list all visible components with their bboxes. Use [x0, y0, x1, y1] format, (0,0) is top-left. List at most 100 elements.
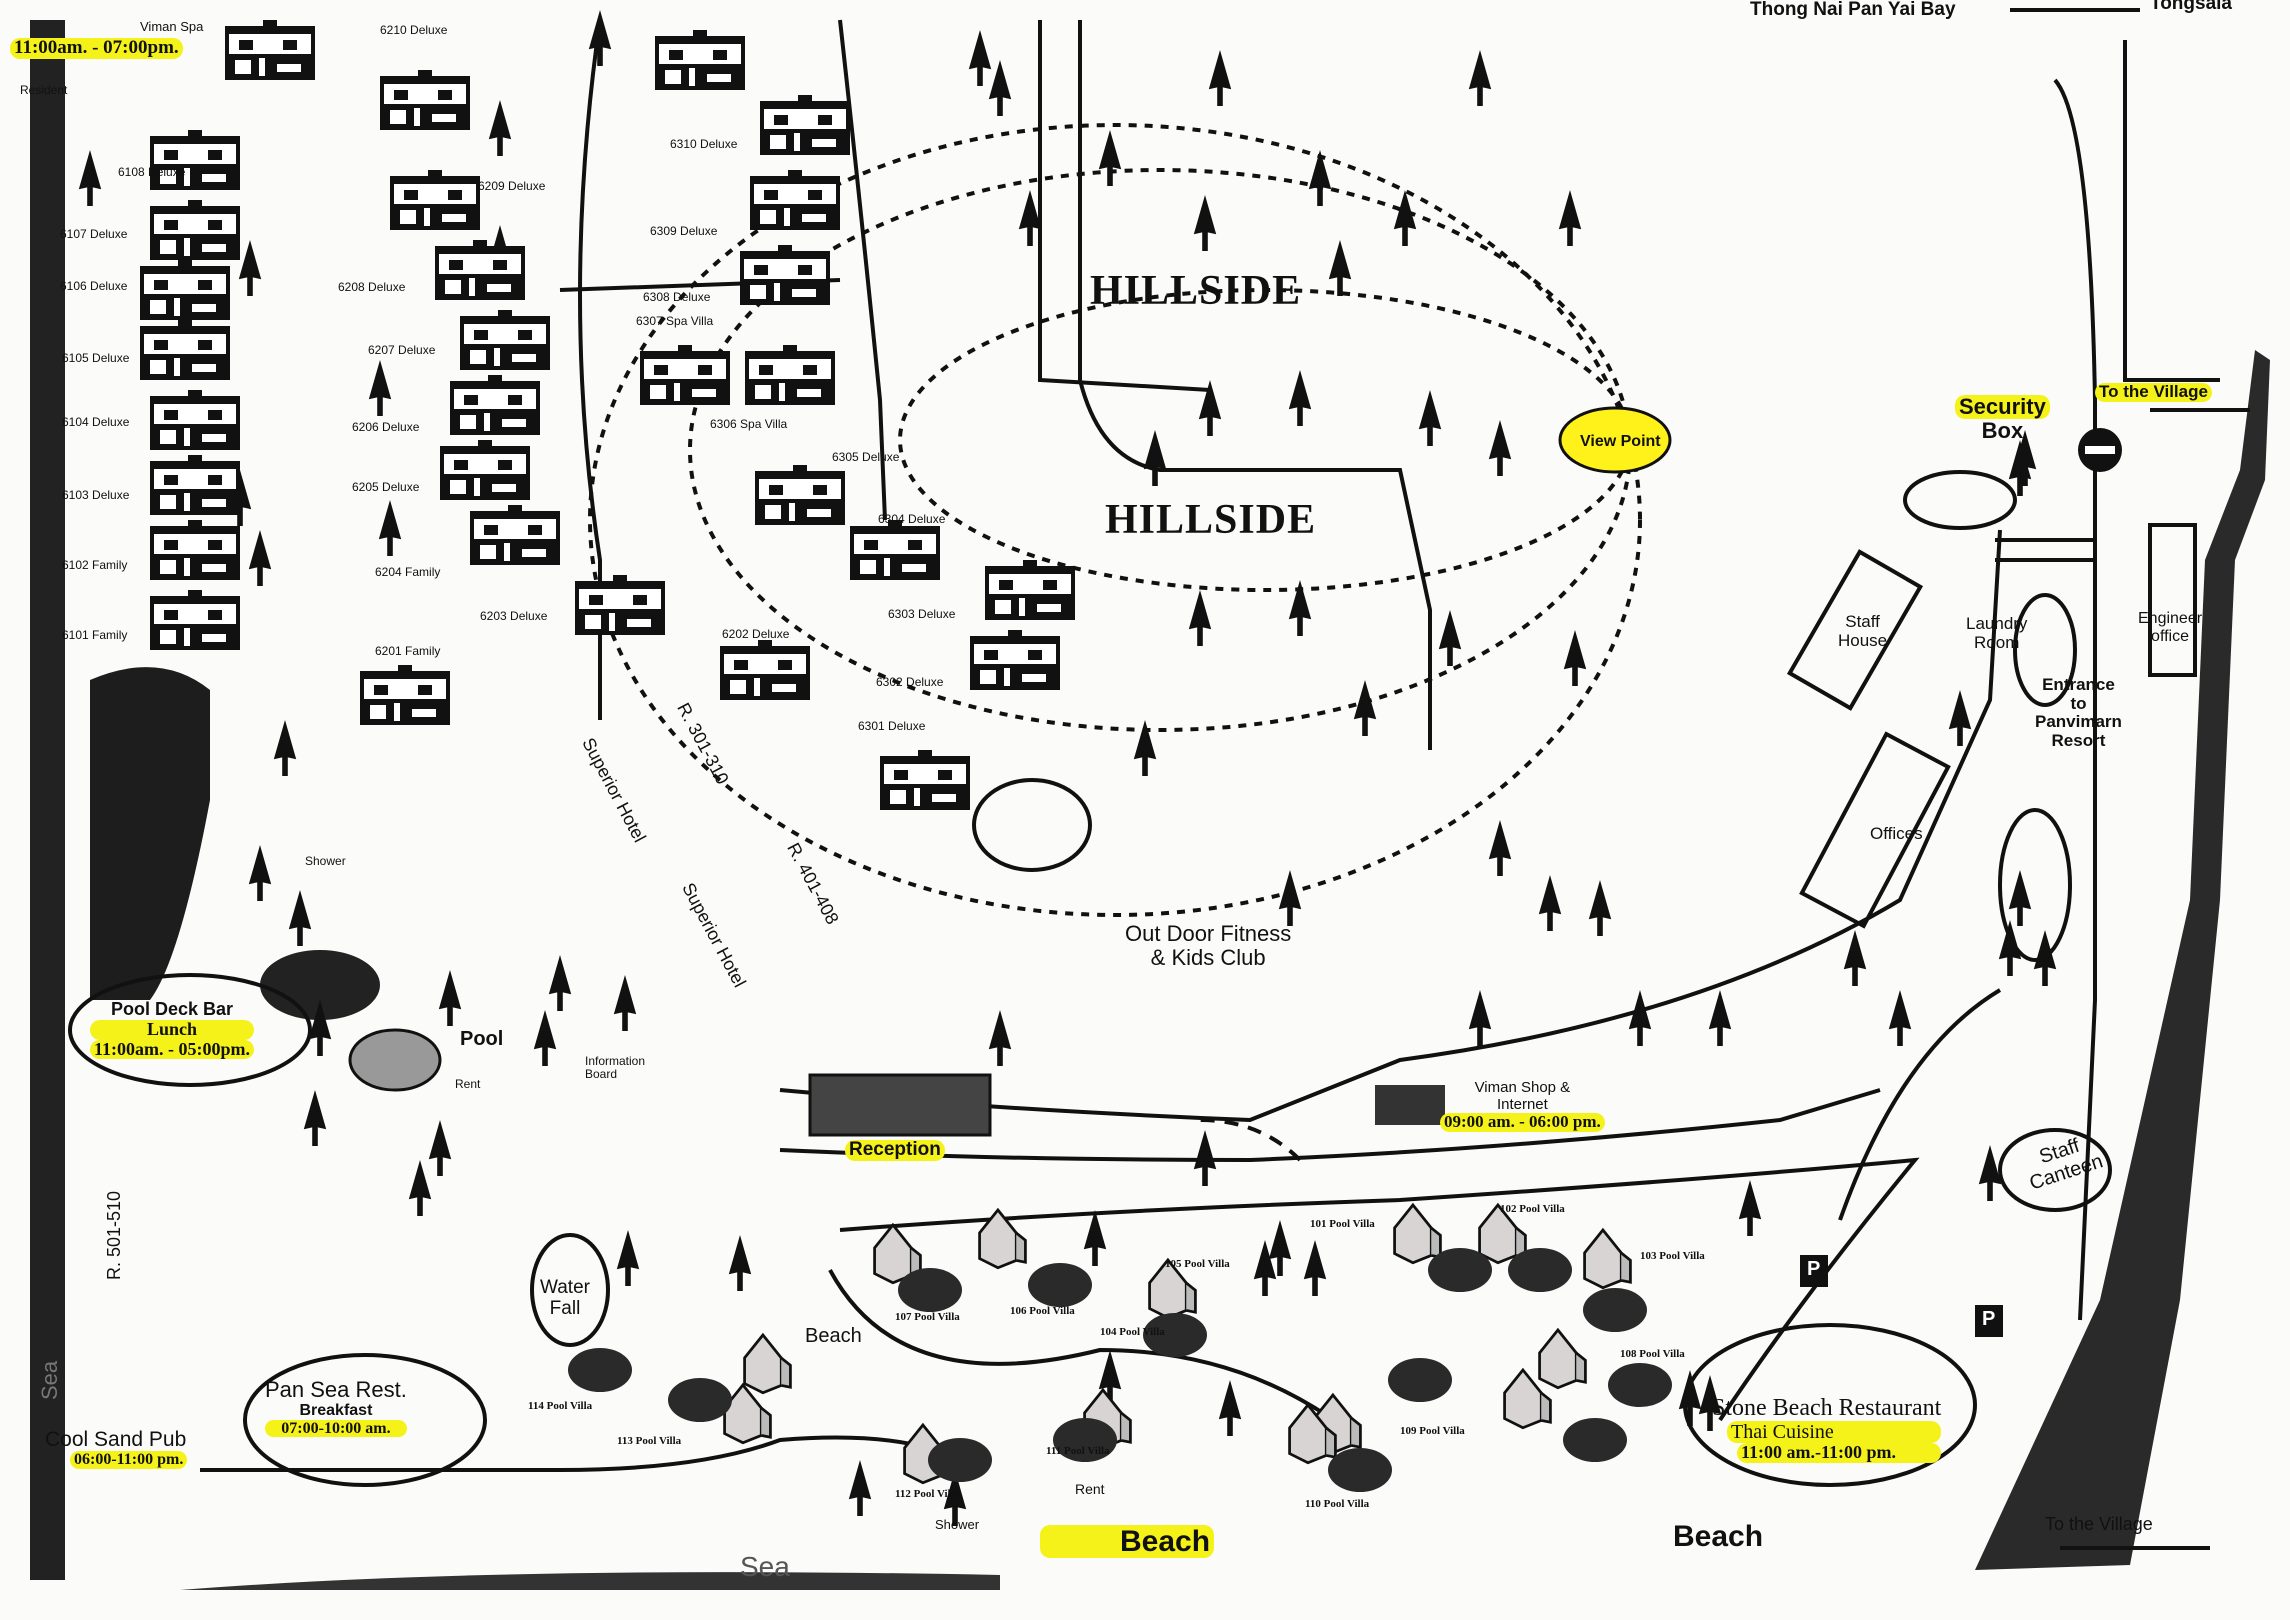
villa-label: 6309 Deluxe [650, 224, 718, 238]
private-pool-icon [1388, 1358, 1452, 1402]
tree-icon [1628, 990, 1652, 1046]
villa-house-icon [150, 130, 240, 190]
villa-label: 6310 Deluxe [670, 137, 738, 151]
garden-circle [972, 778, 1092, 872]
pool-villa-label: 107 Pool Villa [895, 1311, 960, 1323]
tree-icon [728, 1235, 752, 1291]
view-point-label[interactable]: View Point [1580, 433, 1661, 450]
tree-icon [273, 720, 297, 776]
villa-house-icon [740, 245, 830, 305]
tree-icon [1978, 1145, 2002, 1201]
tree-icon [1133, 720, 1157, 776]
private-pool-icon [898, 1268, 962, 1312]
tree-icon [988, 60, 1012, 116]
tree-icon [1308, 150, 1332, 206]
viman-shop-icon [1375, 1085, 1445, 1125]
private-pool-icon [1583, 1288, 1647, 1332]
drive-arrows [2010, 8, 2250, 1550]
villa-house-icon [450, 375, 540, 435]
tree-icon [2008, 870, 2032, 926]
reception-building-icon [808, 1073, 992, 1137]
beach-label-east: Beach [1673, 1520, 1764, 1553]
rooms-501-510-label: R. 501-510 [104, 1190, 124, 1280]
tree-icon [1588, 880, 1612, 936]
villa-label: 6208 Deluxe [338, 280, 406, 294]
villa-house-icon [225, 20, 315, 80]
tree-icon [533, 1010, 557, 1066]
villa-house-icon [985, 560, 1075, 620]
boat-rent-label: Rent [1075, 1481, 1105, 1497]
villa-label: 6209 Deluxe [478, 179, 546, 193]
pool-villa-label: 104 Pool Villa [1100, 1326, 1165, 1338]
tree-icon [1438, 610, 1462, 666]
tree-icon [1948, 690, 1972, 746]
sea-label-west: Sea [37, 1360, 62, 1400]
pool-villa-label: 105 Pool Villa [1165, 1258, 1230, 1270]
tree-icon [1018, 190, 1042, 246]
tree-icon [616, 1230, 640, 1286]
tree-icon [303, 1090, 327, 1146]
waterfall-outline [530, 1233, 610, 1347]
villa-label: 6108 Deluxe [118, 165, 186, 179]
villa-house-icon [440, 440, 530, 500]
villa-house-icon [140, 320, 230, 380]
one-way-loop [1199, 1118, 1302, 1162]
tree-icon [1843, 930, 1867, 986]
staff-house-shape [1786, 549, 1924, 711]
villa-label: 6203 Deluxe [480, 609, 548, 623]
villa-house-icon [720, 640, 810, 700]
private-pool-icon [1028, 1263, 1092, 1307]
view-point-marker [1558, 406, 1672, 474]
tree-icon [1288, 370, 1312, 426]
villa-house-icon [755, 465, 845, 525]
tree-icon [1193, 195, 1217, 251]
pool-villa-icon [743, 1333, 792, 1395]
pool-villa-label: 106 Pool Villa [1010, 1305, 1075, 1317]
tree-icon [1098, 130, 1122, 186]
pool-label: Pool [460, 1028, 504, 1050]
tree-icon [613, 975, 637, 1031]
villa-house-icon [850, 520, 940, 580]
tree-icon [408, 1160, 432, 1216]
rent-label: Rent [455, 1077, 481, 1091]
villa-house-icon [470, 505, 560, 565]
shower-label: Shower [305, 854, 346, 868]
tree-icon [248, 530, 272, 586]
no-entry-bar [2085, 446, 2115, 454]
villa-label: 6306 Spa Villa [710, 417, 788, 431]
tree-icon [428, 1120, 452, 1176]
tree-icon [1218, 1380, 1242, 1436]
hillside-label: HILLSIDE [1090, 268, 1302, 314]
security-lawn [1903, 470, 2017, 530]
villa-house-icon [640, 345, 730, 405]
pool-villa-label: 112 Pool Villa [895, 1488, 960, 1500]
beach-label-main: Beach [1040, 1525, 1215, 1558]
villa-house-icon [970, 630, 1060, 690]
villa-label: 6308 Deluxe [643, 290, 711, 304]
villa-label: 6206 Deluxe [352, 420, 420, 434]
villa-house-icon [760, 95, 850, 155]
pool-deck-pond [260, 950, 380, 1020]
private-pool-icon [928, 1438, 992, 1482]
tree-icon [1393, 190, 1417, 246]
tree-icon [1488, 820, 1512, 876]
tree-icon [1738, 1180, 1762, 1236]
pool-villa-label: 114 Pool Villa [528, 1400, 593, 1412]
villa-house-icon [140, 260, 230, 320]
villa-label: 6210 Deluxe [380, 23, 448, 37]
tree-icon [1143, 430, 1167, 486]
villa-label: 6103 Deluxe [62, 488, 130, 502]
tree-icon [968, 30, 992, 86]
villa-house-icon [880, 750, 970, 810]
sea-edge-left [30, 20, 65, 1580]
tree-icon [1538, 875, 1562, 931]
road-edge-right [1975, 350, 2270, 1570]
tree-icon [1468, 50, 1492, 106]
tree-icon [1288, 580, 1312, 636]
staff-canteen-shape [1998, 1128, 2112, 1212]
